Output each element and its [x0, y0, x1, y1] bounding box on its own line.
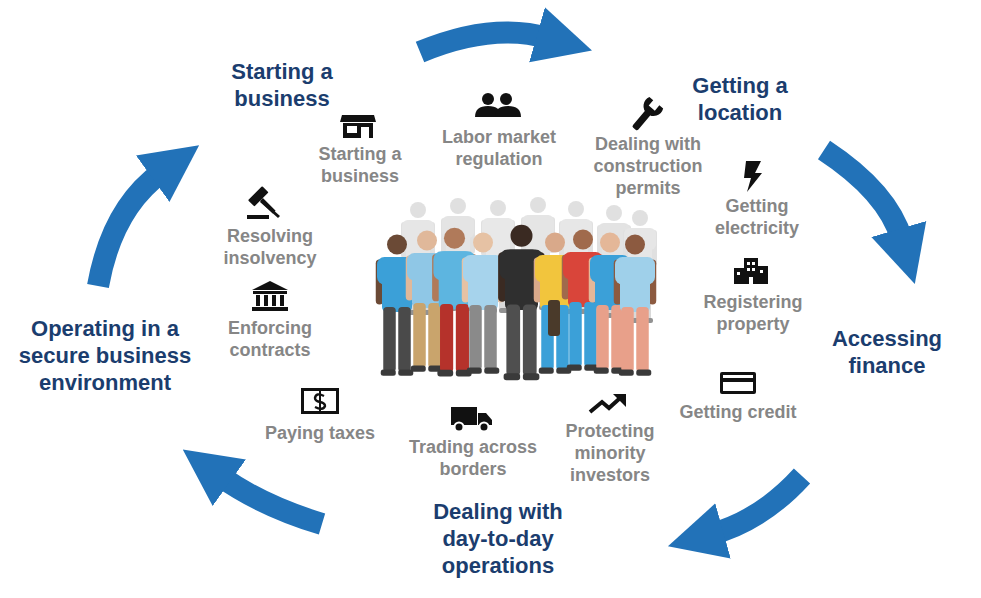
- indicator-label: Resolving insolvency: [216, 225, 324, 269]
- trend-icon: [590, 394, 626, 412]
- stage-heading-holder: Dealing with day-to-day operations: [426, 498, 571, 579]
- indicator-label: Starting a business: [310, 143, 410, 187]
- people-icon: [475, 93, 521, 117]
- stage-heading-holder: Operating in a secure business environme…: [15, 315, 195, 396]
- stage-heading: Accessing finance: [827, 325, 947, 379]
- cycle-arrows: [98, 32, 902, 534]
- indicator-label: Paying taxes: [255, 422, 385, 444]
- stage-heading: Operating in a secure business environme…: [15, 315, 195, 396]
- indicator-label: Trading across borders: [402, 436, 544, 480]
- cycle-arrow: [824, 150, 902, 240]
- indicator-label-holder: Protecting minority investors: [554, 420, 666, 486]
- gavel-icon: [247, 186, 281, 219]
- cycle-arrow: [220, 476, 322, 524]
- indicator-label: Dealing with construction permits: [585, 133, 711, 199]
- banknote-icon: [301, 388, 339, 414]
- lightning-icon: [744, 161, 762, 192]
- stage-heading: Dealing with day-to-day operations: [426, 498, 571, 579]
- indicator-label-holder: Resolving insolvency: [216, 225, 324, 269]
- indicator-label: Registering property: [694, 291, 812, 335]
- indicator-label-holder: Starting a business: [310, 143, 410, 187]
- indicator-label-holder: Trading across borders: [402, 436, 544, 480]
- indicator-label: Labor market regulation: [433, 126, 565, 170]
- stage-heading: Starting a business: [222, 58, 342, 112]
- indicator-label: Getting electricity: [705, 195, 809, 239]
- cycle-arrow: [98, 172, 162, 286]
- credit-card-icon: [720, 372, 756, 394]
- indicator-label-holder: Getting electricity: [705, 195, 809, 239]
- cycle-arrow: [712, 476, 802, 534]
- indicator-label-holder: Dealing with construction permits: [585, 133, 711, 199]
- buildings-icon: [734, 258, 768, 284]
- stage-heading-holder: Starting a business: [222, 58, 342, 112]
- indicator-label-holder: Paying taxes: [255, 422, 385, 444]
- indicator-label: Enforcing contracts: [218, 317, 322, 361]
- crowd-illustration: [376, 197, 657, 380]
- store-icon: [340, 115, 376, 138]
- wrench-icon: [627, 96, 664, 135]
- stage-heading-holder: Getting a location: [683, 72, 798, 126]
- stage-heading-holder: Accessing finance: [827, 325, 947, 379]
- indicator-label-holder: Registering property: [694, 291, 812, 335]
- indicator-label: Protecting minority investors: [554, 420, 666, 486]
- courthouse-icon: [252, 281, 288, 311]
- indicator-label: Getting credit: [668, 401, 808, 423]
- indicator-label-holder: Getting credit: [668, 401, 808, 423]
- indicator-label-holder: Enforcing contracts: [218, 317, 322, 361]
- indicator-label-holder: Labor market regulation: [433, 126, 565, 170]
- cycle-arrow: [420, 32, 548, 52]
- stage-heading: Getting a location: [683, 72, 798, 126]
- truck-icon: [451, 407, 492, 432]
